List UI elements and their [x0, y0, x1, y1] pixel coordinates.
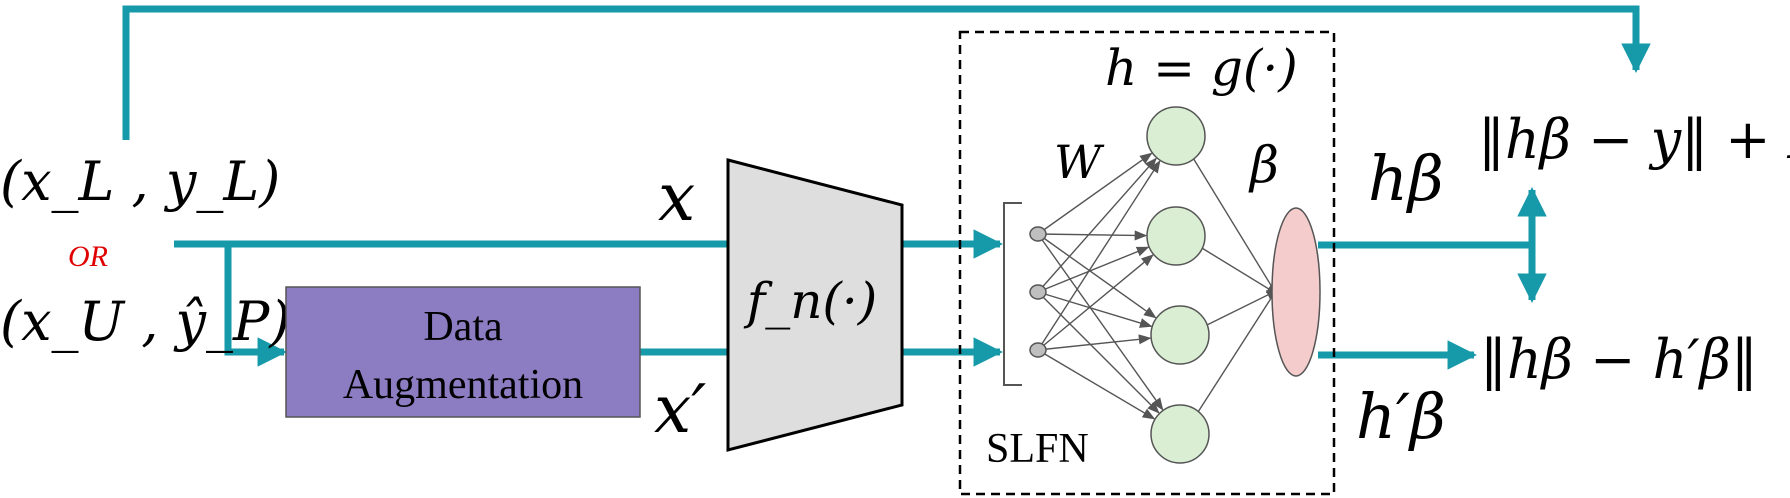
input-hidden-edge	[1037, 246, 1150, 293]
input-hidden-edge	[1037, 233, 1157, 319]
unlabeled-input: (x_U , ŷ_P)	[0, 290, 290, 353]
input-hidden-edge	[1037, 349, 1156, 420]
input-hidden-edge	[1037, 160, 1161, 351]
data-augmentation-block	[285, 286, 641, 418]
slfn-nodes	[1029, 106, 1321, 464]
supervised-loss: ‖hβ − y‖ + R	[1478, 108, 1790, 171]
input-hidden-edge	[1037, 291, 1160, 414]
hidden-output-edge	[1193, 158, 1279, 298]
input-hidden-edge	[1037, 254, 1154, 351]
augmentation-label-line1: Data	[423, 304, 503, 350]
input-hidden-edge	[1037, 291, 1153, 328]
input-hidden-edge	[1037, 152, 1153, 235]
input-hidden-edge	[1037, 233, 1164, 411]
output-node	[1271, 207, 1321, 377]
input-node	[1029, 226, 1047, 242]
feature-x-prime-label: x′	[654, 371, 706, 448]
hidden-node	[1146, 106, 1206, 166]
encoder-label: f_n(·)	[743, 272, 878, 330]
augmentation-label-line2: Augmentation	[343, 362, 583, 408]
output-weight-label: β	[1248, 136, 1279, 194]
feature-x-label: x	[658, 159, 695, 236]
h-prime-beta-label: h′β	[1356, 380, 1446, 453]
input-hidden-edge	[1037, 157, 1157, 293]
slfn-box	[958, 30, 1336, 496]
activation-label: h = g(·)	[1105, 39, 1298, 97]
input-node	[1029, 342, 1047, 358]
input-node	[1029, 284, 1047, 300]
hidden-node	[1150, 404, 1210, 464]
input-bracket	[1003, 202, 1022, 386]
augmentation-branch-connector	[224, 244, 287, 367]
input-hidden-edge	[1037, 334, 1152, 351]
h-beta-label: hβ	[1368, 142, 1444, 215]
consistency-loss: ‖hβ − h′β‖	[1480, 328, 1758, 391]
hidden-node	[1150, 305, 1210, 365]
hidden-output-edge	[1197, 286, 1279, 412]
or-separator: OR	[68, 240, 108, 273]
input-hidden-edge	[1037, 230, 1148, 241]
hidden-node	[1146, 206, 1206, 266]
label-feedback-connector	[122, 5, 1651, 140]
labeled-input: (x_L , y_L)	[0, 150, 280, 213]
hidden-output-edge	[1201, 247, 1280, 296]
encoder-block	[726, 158, 904, 452]
input-weight-label: W	[1054, 135, 1105, 189]
slfn-label: SLFN	[986, 426, 1089, 472]
hidden-output-edge	[1206, 289, 1280, 326]
slfn-edges	[1037, 152, 1280, 420]
